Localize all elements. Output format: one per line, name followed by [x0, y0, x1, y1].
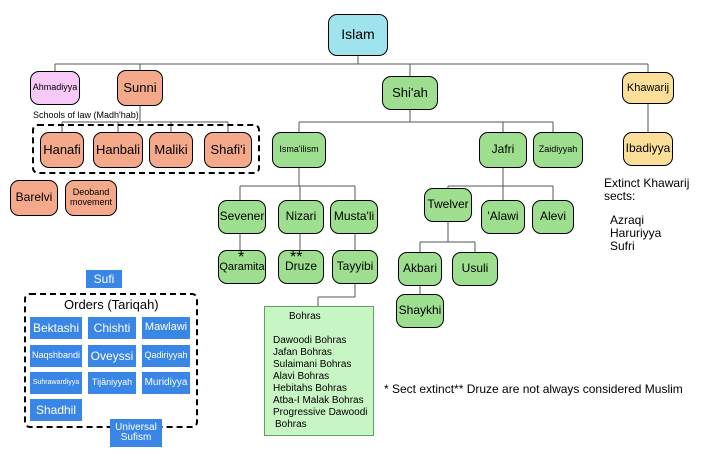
order-mawlawi: Mawlawi [142, 317, 190, 339]
order-chishti: Chishti [88, 317, 136, 339]
order-tijaniyyah: Tijāniyyah [88, 372, 136, 394]
extinct-sect: Azraqi [610, 213, 645, 227]
bohras-item: Atba-I Malak Bohras [273, 395, 364, 406]
islam-node: Islam [328, 14, 388, 56]
qaramita-node: Qaramita [218, 250, 266, 284]
shaykhi-node: Shaykhi [396, 294, 444, 328]
khawarij-node: Khawarij [622, 72, 674, 104]
alevi-node: Alevi [532, 200, 574, 234]
orders-label: Orders (Tariqah) [64, 297, 159, 312]
ismailism-node: Isma'ilism [272, 132, 326, 168]
shia-node: Shi'ah [382, 76, 438, 110]
sunni-node: Sunni [117, 70, 163, 106]
extinct-khawarij-title: Extinct Khawarij [604, 176, 690, 190]
zaidiyyah-node: Zaidiyyah [533, 132, 583, 168]
alawi-node: 'Alawi [481, 200, 525, 234]
order-suhrawardiyya: Suhrawardiyya [30, 372, 82, 394]
deoband-node: Deoband movement [65, 180, 117, 216]
order-oveyssi: Oveyssi [88, 345, 136, 367]
bohras-item: Dawoodi Bohras [273, 335, 347, 346]
extinct-sect: Sufri [610, 239, 635, 253]
school-hanbali: Hanbali [93, 132, 143, 168]
sufi-title: Sufi [86, 270, 122, 288]
tayyibi-node: Tayyibi [332, 250, 378, 284]
barelvi-node: Barelvi [10, 180, 58, 216]
bohras-item: Jafan Bohras [273, 347, 332, 358]
bohras-panel: Bohras Dawoodi Bohras Jafan Bohras Sulai… [264, 306, 374, 436]
school-maliki: Maliki [149, 132, 193, 168]
order-muridiyya: Muridiyya [142, 372, 190, 394]
bohras-item: Progressive Dawoodi [273, 407, 368, 418]
ahmadiyya-node: Ahmadiyya [30, 71, 80, 105]
schools-label: Schools of law (Madh'hab) [33, 110, 139, 120]
extinct-marker: * [238, 249, 245, 266]
akbari-node: Akbari [398, 252, 442, 286]
bohras-title: Bohras [289, 311, 321, 322]
ibadiyya-node: Ibadiyya [623, 132, 673, 166]
order-shadhil: Shadhil [30, 399, 82, 421]
school-hanafi: Hanafi [40, 132, 84, 168]
schools-group [32, 124, 260, 174]
extinct-sect: Haruriyya [610, 226, 662, 240]
extinct-khawarij-title-2: sects: [604, 189, 636, 203]
school-shafii: Shafi'i [204, 132, 252, 168]
druze-node: Druze [278, 250, 324, 284]
order-bektashi: Bektashi [30, 317, 82, 339]
bohras-item: Hebitahs Bohras [273, 383, 347, 394]
twelver-node: Twelver [424, 188, 472, 222]
jafri-node: Jafri [479, 132, 527, 168]
order-qadiriyyah: Qadiriyyah [142, 345, 190, 367]
universal-sufism: Universal Sufism [110, 419, 162, 447]
mustali-node: Musta'li [330, 200, 378, 234]
druze-marker: ** [290, 249, 303, 266]
bohras-item: Alavi Bohras [273, 371, 330, 382]
order-naqshbandi: Naqshbandi [30, 345, 82, 367]
sevener-node: Sevener [218, 200, 266, 234]
usuli-node: Usuli [452, 252, 498, 286]
nizari-node: Nizari [278, 200, 324, 234]
footnote: * Sect extinct** Druze are not always co… [384, 382, 683, 396]
bohras-item: Sulaimani Bohras [273, 359, 352, 370]
bohras-item: Bohras [275, 419, 307, 430]
